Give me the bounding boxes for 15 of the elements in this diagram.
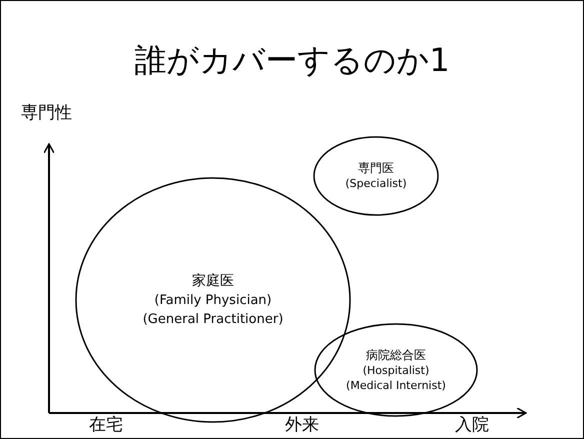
region-subtitle: (Family Physician) [154,292,272,310]
region-subtitle: (General Practitioner) [142,310,284,328]
region-title: 専門医 [358,161,394,176]
region-subtitle: (Medical Internist) [346,378,446,392]
axis-label: 外来 [285,414,319,436]
ellipse-region [314,323,478,417]
axis-label: 専門性 [21,102,72,124]
ellipse-region [313,136,439,216]
region-title: 病院総合医 [366,348,426,362]
axis-label: 入院 [455,414,489,436]
region-subtitle: (Hospitalist) [362,362,430,378]
region-title: 家庭医 [192,272,234,290]
slide-title: 誰がカバーするのか1 [133,40,451,81]
axis-label: 在宅 [89,414,123,436]
region-subtitle: (Specialist) [345,176,407,191]
